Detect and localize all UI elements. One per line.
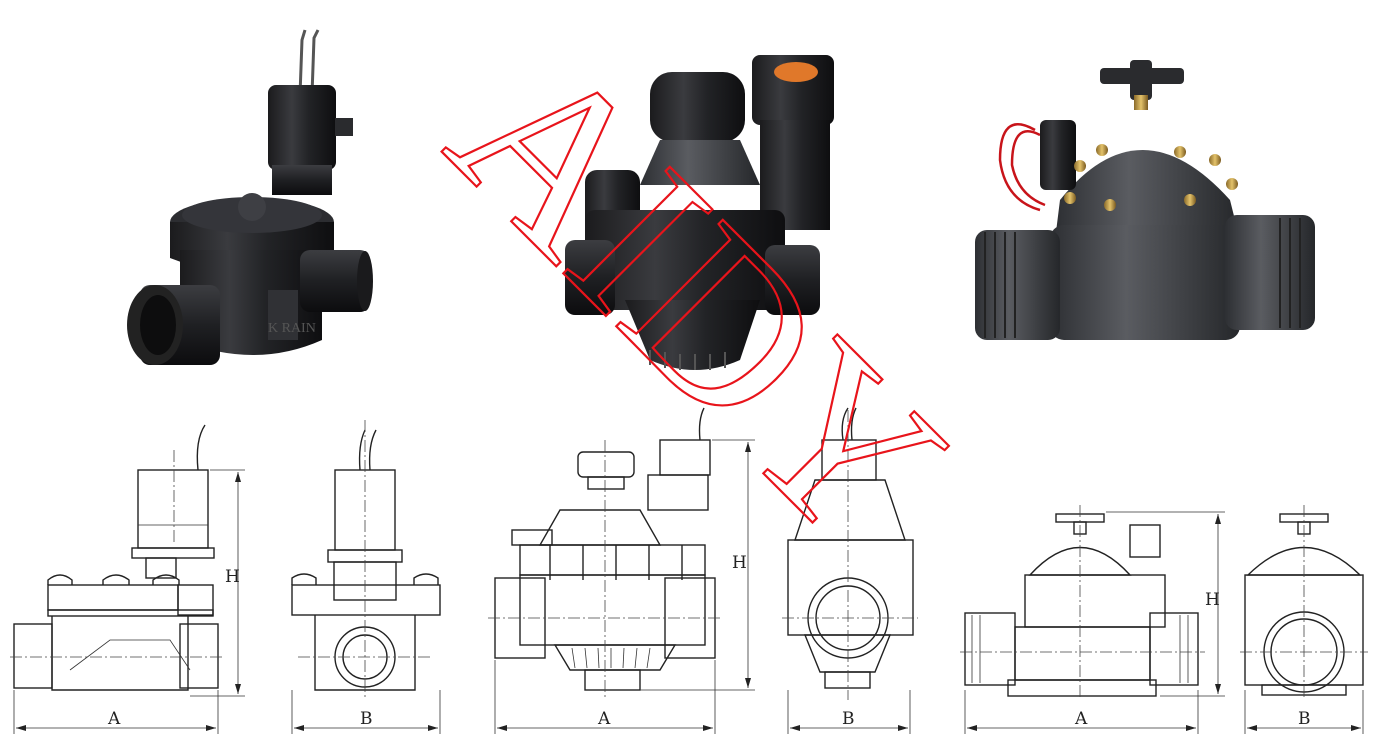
drawing-large-front: H A — [960, 505, 1225, 734]
dim-h-label: H — [1205, 590, 1220, 610]
dim-h-label: H — [225, 567, 240, 587]
drawing-large-side: B — [1240, 505, 1368, 734]
dim-b-label: B — [842, 709, 855, 729]
drawing-medium-side: B — [782, 407, 918, 734]
dim-b-label: B — [1298, 709, 1311, 729]
dim-h-label: H — [732, 553, 747, 573]
drawing-small-front: H A — [10, 424, 245, 734]
dim-a-label: A — [1074, 709, 1088, 729]
drawing-medium-front: H A — [488, 407, 755, 734]
small-valve-photo: K RAIN — [127, 29, 373, 365]
dim-a-label: A — [597, 709, 611, 729]
small-valve-brand: K RAIN — [268, 321, 316, 336]
dim-b-label: B — [360, 709, 373, 729]
drawing-small-side: B — [291, 420, 441, 734]
large-valve-photo — [975, 60, 1315, 340]
dim-a-label: A — [107, 709, 121, 729]
medium-valve-photo — [565, 55, 834, 370]
